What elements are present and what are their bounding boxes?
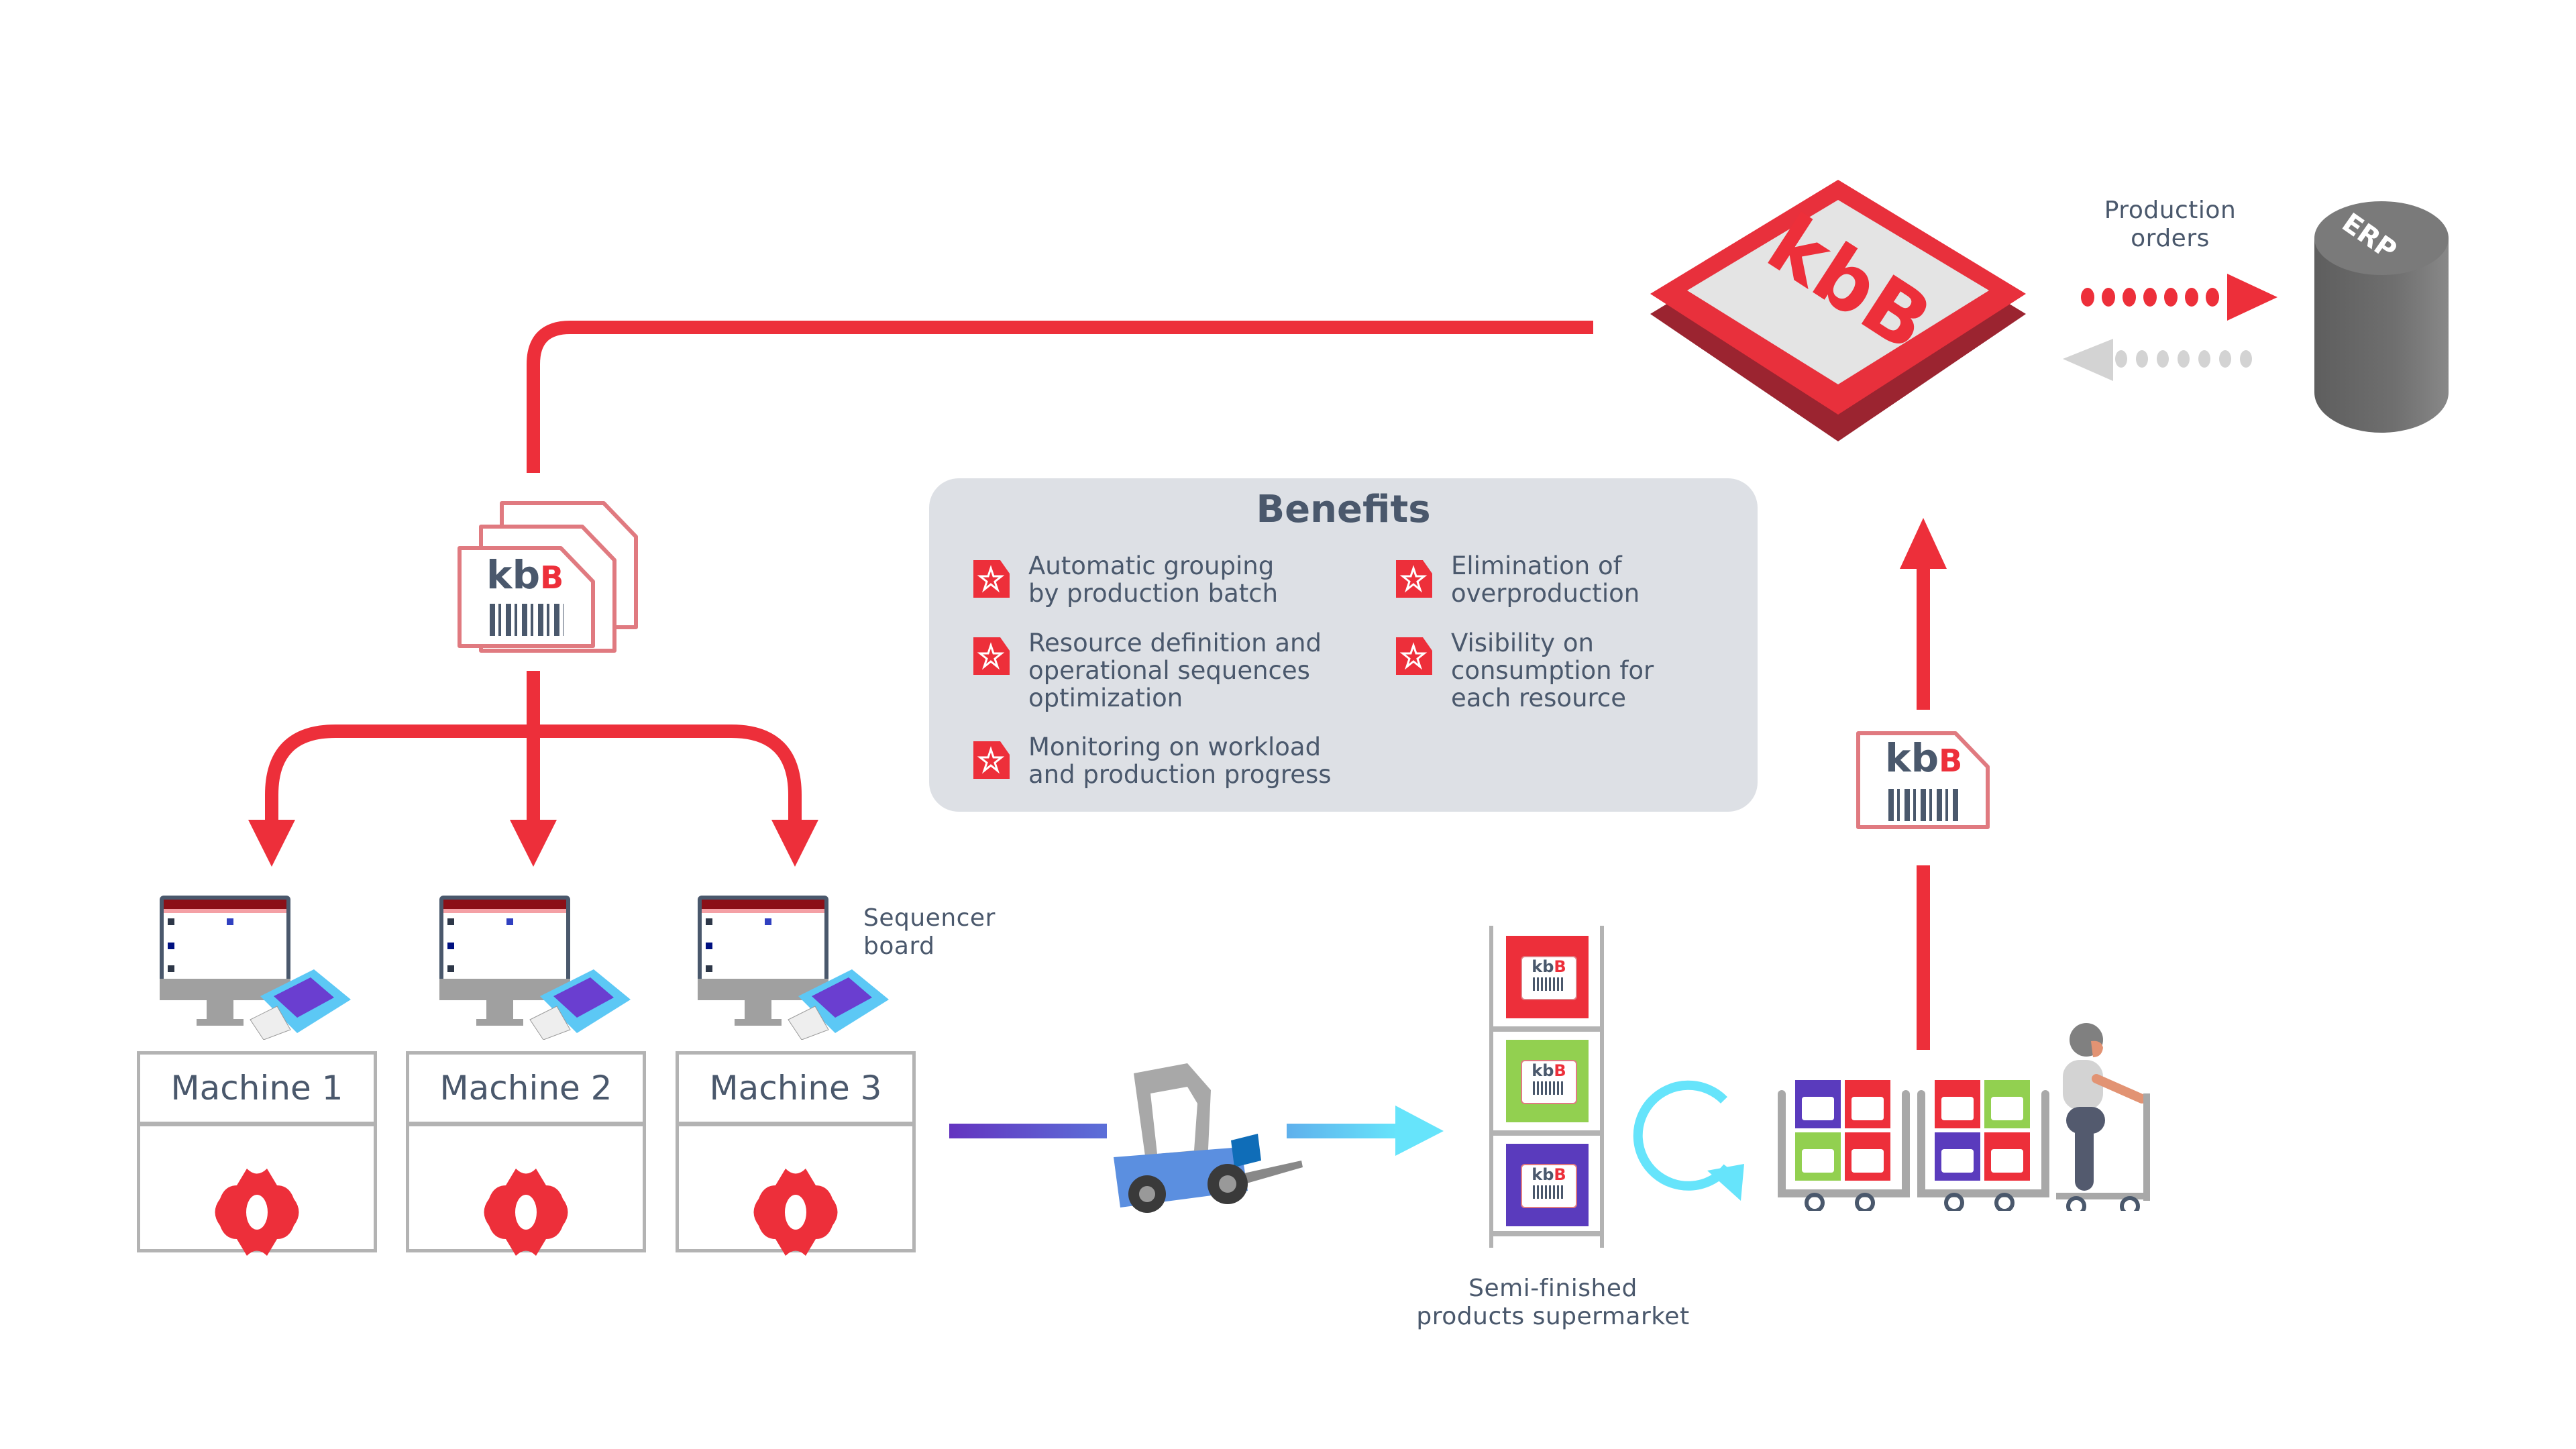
machine-label: Machine 3 [679, 1055, 912, 1126]
arrow-to-erp [2081, 274, 2277, 321]
arrow-from-erp [2063, 339, 2252, 381]
erp-database-icon [2314, 201, 2449, 433]
arrowhead-up [1900, 518, 1947, 569]
supermarket-rack [1489, 926, 1604, 1248]
benefit-item: Automatic grouping by production batch [969, 552, 1278, 607]
operator-person-icon [2056, 1020, 2153, 1216]
supermarket-label: Semi-finished products supermarket [1416, 1275, 1690, 1330]
sequencer-board-1 [160, 896, 354, 1040]
machine-2: Machine 2 [406, 1051, 646, 1256]
gear-icon [753, 1169, 838, 1256]
star-icon [973, 637, 1010, 675]
kbb-logo: kbB [1640, 173, 2036, 482]
arrowhead-machine-3 [771, 820, 818, 867]
flow-line-purple [949, 1124, 1107, 1138]
flow-line-cyan [1287, 1124, 1397, 1138]
arrowhead-cyan [1395, 1106, 1444, 1156]
arrowhead-machine-1 [248, 820, 295, 867]
machine-label: Machine 1 [140, 1055, 374, 1126]
supermarket-bin-red: kbB [1506, 936, 1589, 1018]
supermarket-bin-purple: kbB [1506, 1144, 1589, 1226]
kanban-card-logo: kbB [486, 552, 564, 598]
benefits-title: Benefits [1256, 488, 1431, 531]
forklift-icon [1107, 1057, 1308, 1218]
sequencer-board-3 [698, 896, 892, 1040]
flow-branch-right [533, 724, 802, 825]
benefit-item: Monitoring on workload and production pr… [969, 733, 1332, 788]
gear-icon [215, 1169, 299, 1256]
kanban-card-stack: kbB [456, 500, 644, 653]
barcode-icon [490, 604, 564, 636]
flow-branch-left [265, 724, 533, 825]
machine-label: Machine 2 [409, 1055, 643, 1126]
benefit-item: Visibility on consumption for each resou… [1392, 629, 1654, 712]
star-icon [973, 741, 1010, 779]
benefit-item: Resource definition and operational sequ… [969, 629, 1322, 712]
barcode-icon [1888, 789, 1961, 821]
star-icon [1396, 637, 1432, 675]
sequencer-board-label: Sequencer board [863, 904, 996, 960]
arrowhead-machine-2 [510, 820, 557, 867]
machine-3: Machine 3 [676, 1051, 916, 1256]
star-icon [1396, 560, 1432, 598]
kanban-card-single: kbB [1855, 730, 1992, 830]
sequencer-board-2 [439, 896, 634, 1040]
production-orders-label: Production orders [2104, 197, 2237, 252]
kanban-card-logo: kbB [1885, 735, 1963, 781]
cart-1 [1778, 1080, 1912, 1213]
gear-icon [484, 1169, 568, 1256]
machine-1: Machine 1 [137, 1051, 377, 1256]
benefits-panel: Benefits Automatic grouping by productio… [929, 478, 1758, 812]
star-icon [973, 560, 1010, 598]
supermarket-bin-green: kbB [1506, 1040, 1589, 1122]
flow-line-top [527, 321, 1593, 473]
cart-2 [1917, 1080, 2051, 1213]
benefit-item: Elimination of overproduction [1392, 552, 1640, 607]
cycle-icon [1633, 1080, 1744, 1201]
